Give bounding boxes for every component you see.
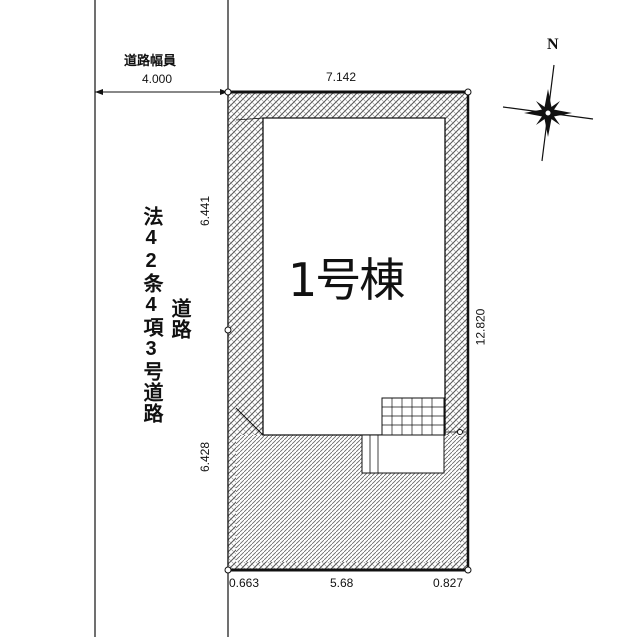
north-label: N xyxy=(547,36,559,53)
road-width-label: 道路幅員 xyxy=(124,53,177,68)
dimension-bottom-right: 0.827 xyxy=(433,576,464,590)
dimension-left-upper: 6.441 xyxy=(198,195,213,227)
entrance-porch xyxy=(381,397,445,436)
dimension-top: 7.142 xyxy=(326,70,357,84)
entrance-steps xyxy=(361,434,445,474)
building-label: 1号棟 xyxy=(288,253,405,307)
building-footprint xyxy=(262,117,446,436)
road-width-value: 4.000 xyxy=(142,72,173,86)
dimension-right: 12.820 xyxy=(473,308,488,346)
dimension-left-lower: 6.428 xyxy=(198,441,213,473)
boundary-markers xyxy=(224,88,472,574)
road-name-secondary: 道路 xyxy=(168,298,190,340)
north-arrow-icon xyxy=(502,64,594,162)
road-name: 法42条4項3号道路 xyxy=(140,206,162,424)
dimension-bottom-left: 0.663 xyxy=(229,576,260,590)
dimension-bottom-middle: 5.68 xyxy=(330,576,354,590)
